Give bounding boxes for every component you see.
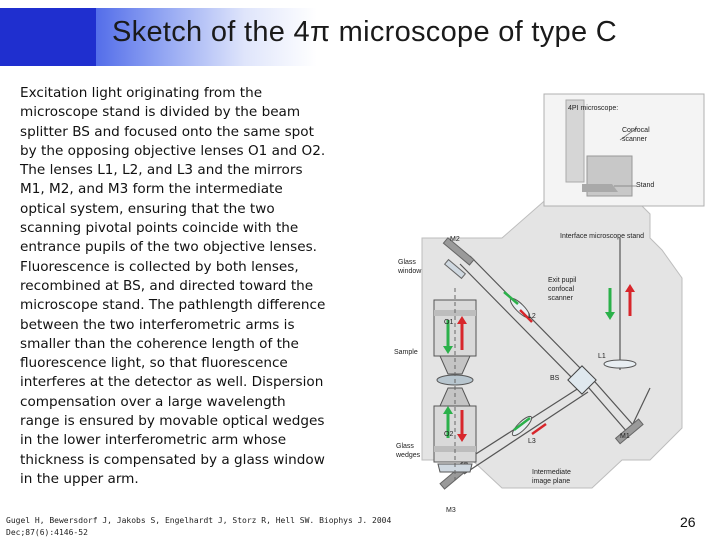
- stand-excitation-arrowhead: [605, 312, 615, 320]
- sample-label: Sample: [394, 349, 418, 356]
- scanner-column: [565, 99, 585, 183]
- upper-arm-fluorescence-arrow: [519, 309, 533, 323]
- body-line: in the lower interferometric arm whose: [20, 432, 287, 449]
- interface-label: Interface microscope stand: [560, 233, 644, 240]
- body-line: range is ensured by movable optical wedg…: [20, 413, 325, 430]
- o1-label: O1: [444, 319, 453, 326]
- lower-arm-beam-b: [463, 391, 589, 475]
- glass-wedges-label-1: Glass: [396, 443, 414, 450]
- title-gradient: [0, 8, 720, 66]
- body-line: between the two interferometric arms is: [20, 316, 295, 333]
- body-line: microscope stand is divided by the beam: [20, 104, 301, 121]
- body-line: Fluorescence is collected by both lenses…: [20, 258, 299, 275]
- stand-detail: [582, 184, 618, 192]
- m2-mirror: [442, 237, 475, 266]
- glass-wedges: [437, 463, 473, 473]
- m3-label: M3: [446, 507, 456, 514]
- stand-label: Stand: [636, 182, 654, 189]
- o1-excitation-arrowhead: [443, 346, 453, 354]
- body-paragraph: Excitation light originating from the mi…: [20, 84, 350, 489]
- beam-splitter: [567, 365, 597, 395]
- body-line: The lenses L1, L2, and L3 and the mirror…: [20, 162, 303, 179]
- body-line: entrance pupils of the two objective len…: [20, 239, 317, 256]
- exit-scanner-label: scanner: [548, 295, 574, 302]
- title-bar: Sketch of the 4π microscope of type C: [0, 0, 720, 72]
- l1-label: L1: [598, 353, 606, 360]
- body-line: smaller than the coherence length of the: [20, 335, 299, 352]
- bs-label: BS: [550, 375, 560, 382]
- header-label: 4PI microscope:: [568, 105, 618, 112]
- o2-fluorescence-arrowhead: [457, 434, 467, 442]
- glass-wedges-label-2: wedges: [395, 452, 421, 459]
- microscope-diagram-svg: 4PI microscope: Confocal scanner Stand I…: [394, 93, 705, 514]
- body-line: thickness is compensated by a glass wind…: [20, 451, 325, 468]
- intermediate-label-1: Intermediate: [532, 469, 571, 476]
- scanner-label: scanner: [622, 136, 648, 143]
- confocal-leader: [619, 127, 638, 141]
- lower-arm-fluorescence-arrow: [531, 422, 547, 436]
- body-line: interferes at the detector as well. Disp…: [20, 374, 324, 391]
- m2-label: M2: [450, 236, 460, 243]
- slide-title: Sketch of the 4π microscope of type C: [112, 16, 618, 48]
- microscope-diagram: 4PI microscope: Confocal scanner Stand I…: [382, 88, 708, 516]
- lower-arm-excitation-arrow: [513, 417, 531, 431]
- body-line: recombined at BS, and directed toward th…: [20, 277, 314, 294]
- citation-line: Gugel H, Bewersdorf J, Jakobs S, Engelha…: [6, 516, 392, 525]
- upper-arm-excitation-arrow: [503, 291, 519, 305]
- l3-label: L3: [528, 438, 536, 445]
- page-number: 26: [680, 514, 696, 530]
- body-line: M1, M2, and M3 form the intermediate: [20, 181, 283, 198]
- body-line: scanning pivotal points coincide with th…: [20, 220, 299, 237]
- intermediate-label-2: image plane: [532, 478, 570, 485]
- o2-excitation-arrowhead: [443, 406, 453, 414]
- o1-fluorescence-arrowhead: [457, 316, 467, 324]
- citation: Gugel H, Bewersdorf J, Jakobs S, Engelha…: [6, 515, 392, 539]
- arrow-group: [443, 284, 635, 442]
- body-line: in the upper arm.: [20, 470, 139, 487]
- o2-label: O2: [444, 431, 453, 438]
- body-line: compensation over a large wavelength: [20, 393, 286, 410]
- body-line: optical system, ensuring that the two: [20, 200, 275, 217]
- m1-mirror: [614, 418, 644, 445]
- body-line: fluorescence light, so that fluorescence: [20, 355, 288, 372]
- glass-window: [443, 258, 467, 280]
- body-line: microscope stand. The pathlength differe…: [20, 297, 326, 314]
- l1-lens: [603, 359, 637, 369]
- window-label: window: [397, 268, 422, 275]
- l2-label: L2: [528, 313, 536, 320]
- confocal-label: Confocal: [622, 127, 650, 134]
- exit-pupil-label: Exit pupil: [548, 277, 577, 284]
- body-line: by the opposing objective lenses O1 and …: [20, 142, 326, 159]
- bs-m1-beam-b: [587, 373, 635, 427]
- stand-fluorescence-arrowhead: [625, 284, 635, 292]
- exit-confocal-label: confocal: [548, 286, 575, 293]
- citation-line: Dec;87(6):4146-52: [6, 528, 88, 537]
- m1-label: M1: [620, 433, 630, 440]
- glass-label: Glass: [398, 259, 416, 266]
- upper-arm-beam-a: [459, 263, 581, 387]
- bs-m1-beam-a: [581, 379, 629, 434]
- body-line: splitter BS and focused onto the same sp…: [20, 123, 314, 140]
- body-line: Excitation light originating from the: [20, 85, 263, 101]
- title-accent-block: [0, 8, 96, 66]
